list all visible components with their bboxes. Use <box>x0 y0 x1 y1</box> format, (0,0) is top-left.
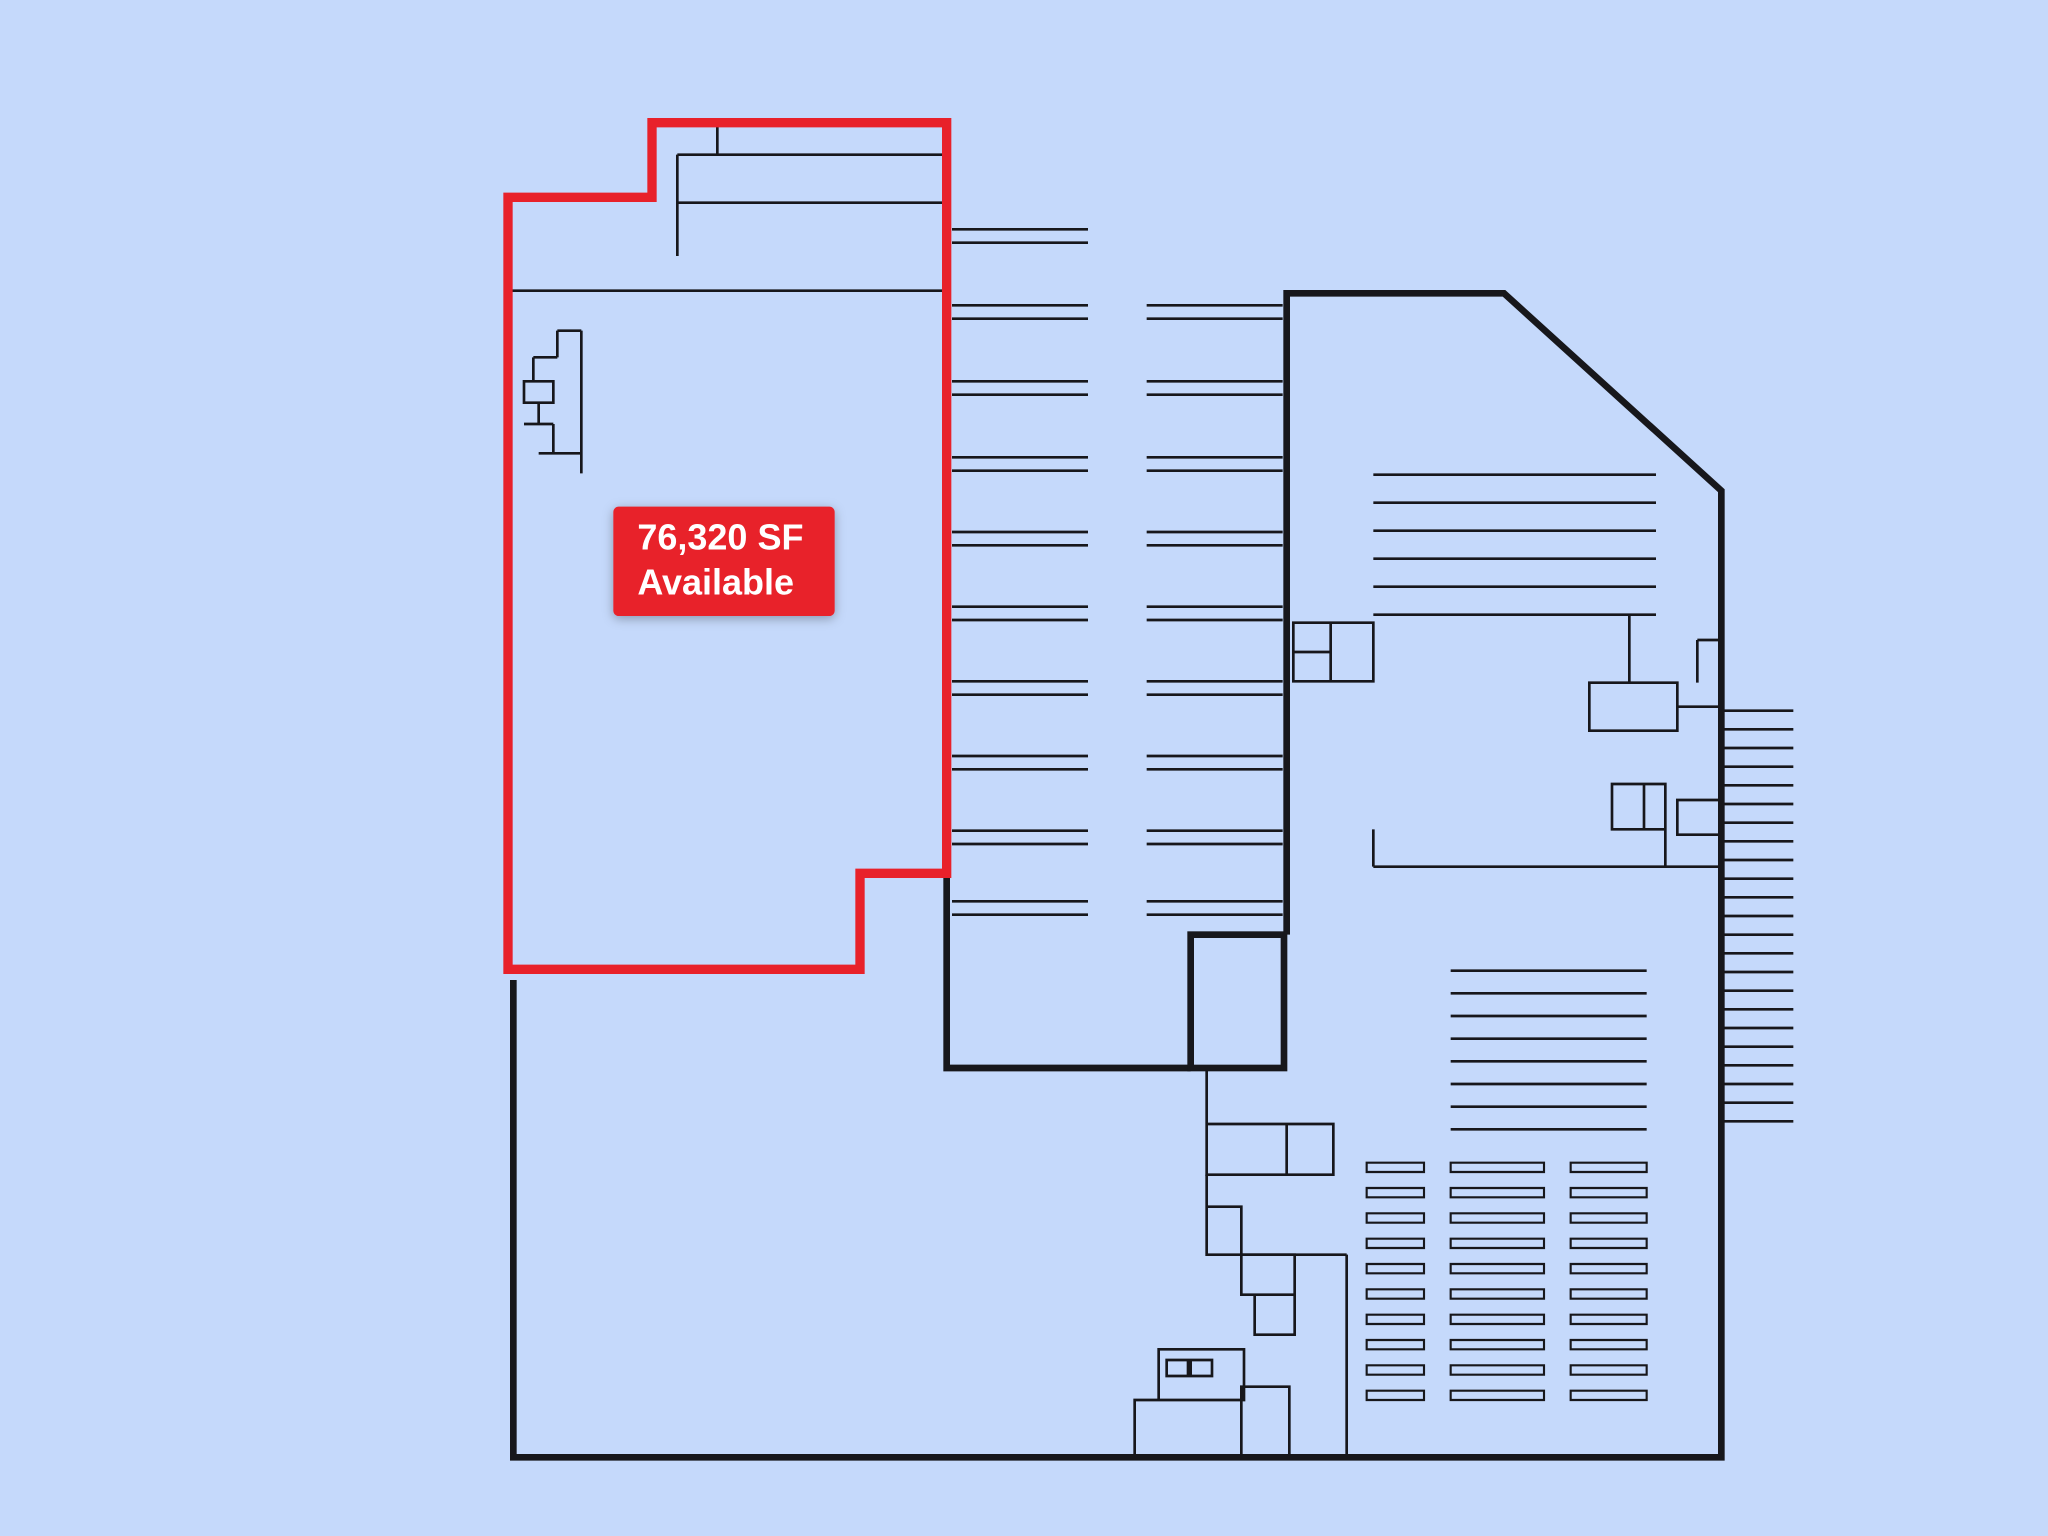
dock-lines-left <box>952 228 1088 916</box>
dock-lines-right <box>1146 304 1283 916</box>
available-suite-outline <box>503 118 952 974</box>
building-interior-lines <box>510 126 1794 1459</box>
building-middle-wall <box>943 877 1191 1072</box>
building-outline <box>510 290 1725 1461</box>
availability-status-label: Available <box>637 562 794 603</box>
warehouse-racking-segments <box>1365 1161 1648 1402</box>
warehouse-rooms <box>1292 614 1723 868</box>
suite-interior-walls <box>510 126 947 474</box>
building-vestibule <box>1187 931 1288 1072</box>
building-perimeter <box>510 290 1725 1461</box>
availability-badge: 76,320 SF Available <box>613 506 835 616</box>
warehouse-racking-long <box>1450 969 1647 1131</box>
office-cluster <box>1133 1068 1348 1459</box>
availability-badge-background <box>613 506 835 616</box>
right-dock-comb <box>1721 709 1794 1123</box>
availability-sf-label: 76,320 SF <box>637 516 803 557</box>
warehouse-racking-top <box>1373 473 1656 616</box>
